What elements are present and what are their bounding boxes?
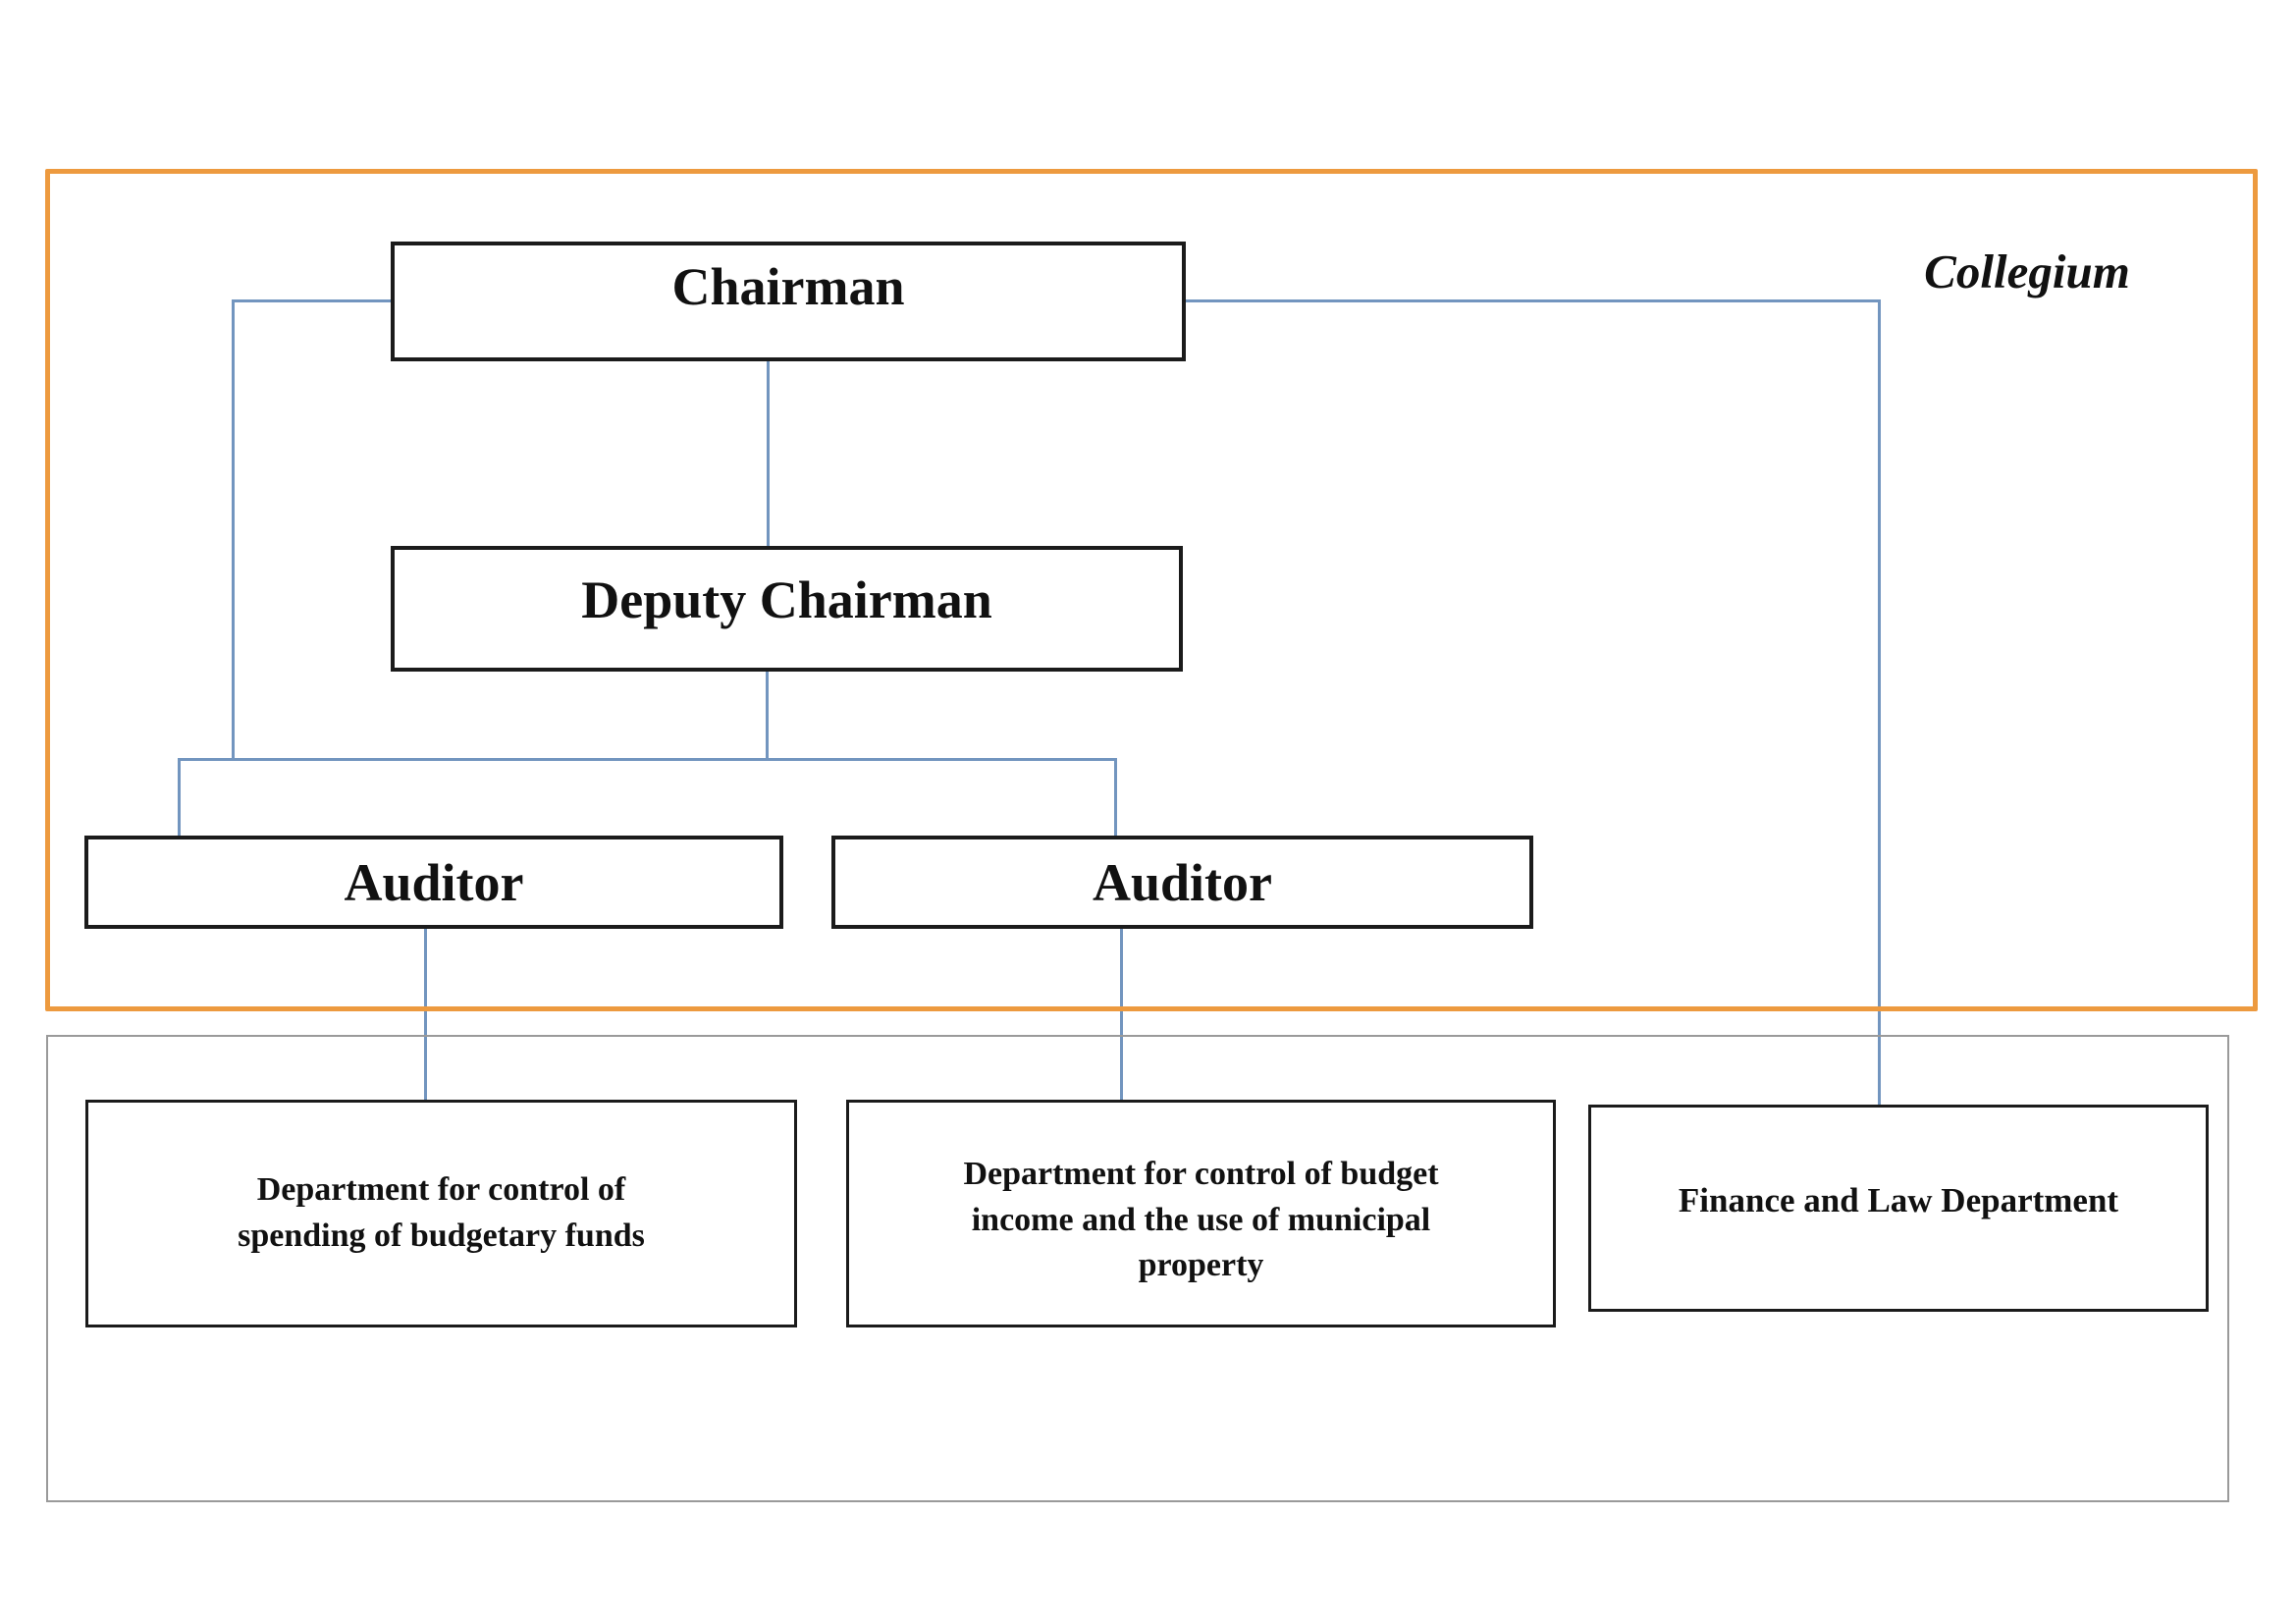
dept-income-box: Department for control of budget income …: [846, 1100, 1556, 1327]
deputy-chairman-box: Deputy Chairman: [391, 546, 1183, 672]
connector-auditor-right-to-dept: [1120, 929, 1123, 1100]
connector-deputy-down: [766, 672, 769, 761]
finance-law-dept-box: Finance and Law Department: [1588, 1105, 2209, 1312]
chairman-box: Chairman: [391, 242, 1186, 361]
connector-stub-auditor-right: [1114, 758, 1117, 836]
connector-chairman-left-vertical: [232, 299, 235, 761]
auditor-right-box: Auditor: [831, 836, 1533, 929]
collegium-frame: [45, 169, 2258, 1011]
connector-auditor-left-to-dept: [424, 929, 427, 1100]
collegium-label: Collegium: [1924, 244, 2130, 298]
departments-frame: [46, 1035, 2229, 1502]
connector-auditors-horizontal: [178, 758, 1117, 761]
connector-right-vertical-to-finance: [1878, 299, 1881, 1105]
connector-chairman-right-horizontal: [1186, 299, 1881, 302]
connector-stub-auditor-left: [178, 758, 181, 836]
connector-chairman-left-horizontal: [233, 299, 391, 302]
connector-chairman-to-deputy: [767, 361, 770, 546]
dept-spending-box: Department for control of spending of bu…: [85, 1100, 797, 1327]
auditor-left-box: Auditor: [84, 836, 783, 929]
